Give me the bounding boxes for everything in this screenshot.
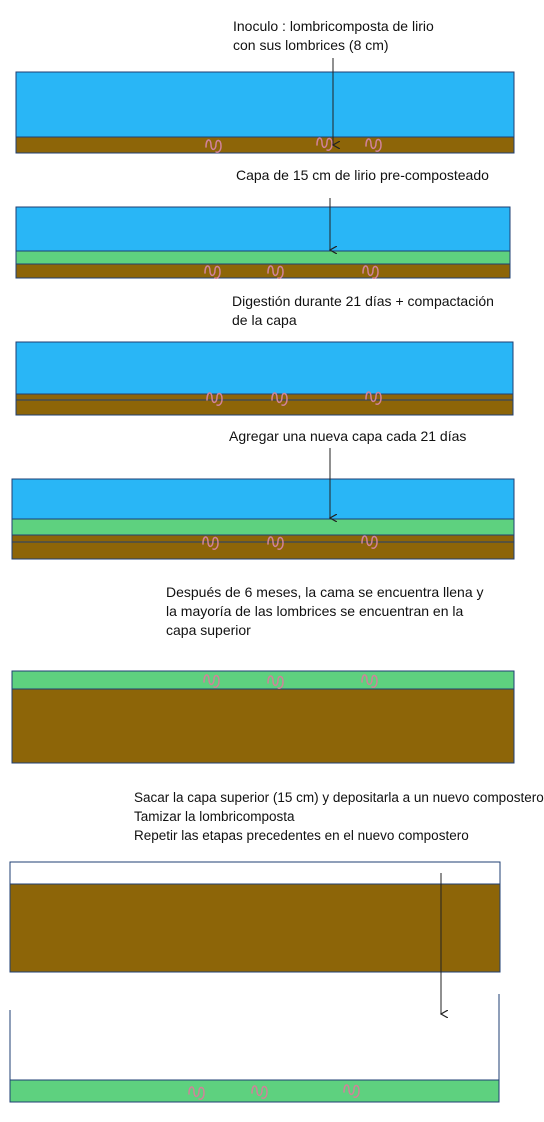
compost-layer [11, 541, 515, 560]
step3-bed [15, 341, 514, 416]
fresh-lirio-layer [9, 1079, 500, 1103]
step4-caption: Agregar una nueva capa cada 21 días [229, 427, 466, 446]
fresh-lirio-layer [15, 250, 511, 265]
compacted-layer [15, 393, 514, 401]
step2-bed [15, 198, 511, 279]
water-layer [15, 71, 515, 138]
compacted-layer [11, 534, 515, 543]
compost-layer [9, 883, 501, 973]
fresh-lirio-layer [11, 518, 515, 536]
caption-line: Sacar la capa superior (15 cm) y deposit… [134, 790, 544, 805]
caption-line: Agregar una nueva capa cada 21 días [229, 428, 467, 444]
water-layer [11, 478, 515, 520]
water-layer [15, 341, 514, 395]
caption-line: Inoculo : lombricomposta de lirio [233, 18, 434, 34]
step4-bed [11, 448, 515, 560]
vermicompost-process-diagram [9, 58, 515, 1103]
caption-line: Capa de 15 cm de lirio pre-composteado [236, 167, 489, 183]
caption-line: Después de 6 meses, la cama se encuentra… [166, 584, 484, 600]
step6-new-bed [9, 994, 500, 1103]
water-layer [15, 206, 511, 252]
step6-caption: Sacar la capa superior (15 cm) y deposit… [134, 788, 544, 845]
step1-caption: Inoculo : lombricomposta de lirio con su… [233, 17, 434, 55]
compost-layer [15, 136, 515, 154]
step2-caption: Capa de 15 cm de lirio pre-composteado [236, 166, 489, 185]
caption-line: de la capa [232, 312, 297, 328]
step5-caption: Después de 6 meses, la cama se encuentra… [166, 583, 484, 640]
step6-old-bed [9, 861, 501, 973]
caption-line: capa superior [166, 622, 251, 638]
caption-line: con sus lombrices (8 cm) [233, 37, 389, 53]
compost-layer [11, 688, 515, 764]
caption-line: la mayoría de las lombrices se encuentra… [166, 603, 464, 619]
caption-line: Digestión durante 21 días + compactación [232, 293, 494, 309]
compost-layer [15, 263, 511, 279]
fresh-lirio-layer [11, 670, 515, 690]
empty-space [9, 861, 501, 885]
step5-bed [11, 670, 515, 764]
step3-caption: Digestión durante 21 días + compactación… [232, 292, 494, 330]
compost-layer [15, 399, 514, 416]
step1-bed [15, 58, 515, 154]
caption-line: Repetir las etapas precedentes en el nue… [134, 828, 469, 843]
caption-line: Tamizar la lombricomposta [134, 809, 295, 824]
